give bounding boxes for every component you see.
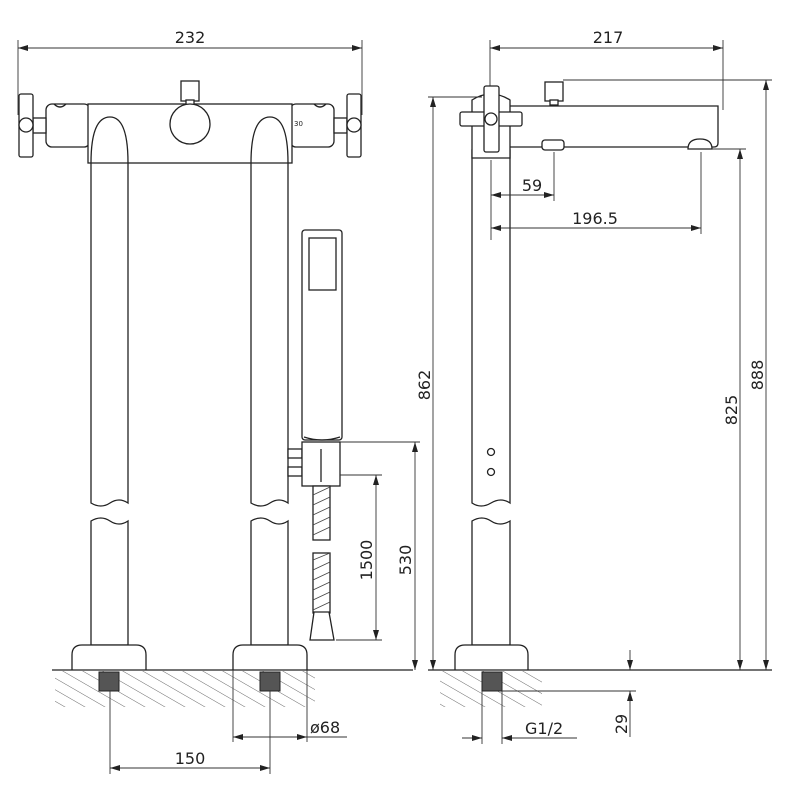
leg-spacing-label: 150 [175,749,206,768]
side-handle [459,85,523,159]
thread-size-label: G1/2 [525,719,563,738]
aerator-offset-label: 59 [522,176,542,195]
legs [71,116,308,670]
right-handle [333,93,362,158]
thread-depth-label: 29 [612,714,631,734]
spout-reach-label: 196.5 [572,209,618,228]
front-view: 232 30 [17,28,420,774]
temperature-mark: 30 [294,120,303,128]
spout [504,81,719,151]
hose-length-label: 1500 [357,540,376,581]
hand-shower [287,229,343,641]
projection-label: 217 [593,28,624,47]
total-height-label: 888 [748,360,767,391]
width-dimension-label: 232 [175,28,206,47]
thread-fitting [259,671,281,692]
base-diameter-label: ø68 [310,718,340,737]
side-view: 217 59 [415,28,772,744]
thread-fitting [98,671,120,692]
thermostatic-body: 30 [45,80,335,164]
left-handle [18,93,47,158]
thread-fitting [481,671,503,692]
holder-height-label: 530 [396,545,415,576]
handle-height-label: 862 [415,370,434,401]
column [454,149,529,670]
outlet-height-label: 825 [722,395,741,426]
